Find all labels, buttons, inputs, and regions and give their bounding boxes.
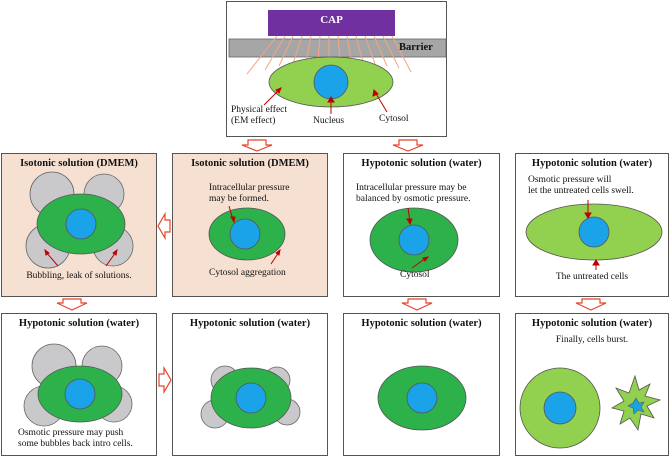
top-panel: CAP Barrier Physical effect (EM effect) … — [226, 1, 447, 137]
cap-label: CAP — [320, 14, 343, 26]
panel-hypotonic-swell: Hypotonic solution (water) Osmotic press… — [515, 153, 669, 297]
caption: Cytosol — [400, 270, 430, 280]
arrow-down-col4 — [575, 298, 607, 311]
panel-title: Hypotonic solution (water) — [531, 158, 653, 169]
note-line-2: balanced by osmotic pressure. — [356, 194, 471, 204]
panel-isotonic-bubbling: Isotonic solution (DMEM) Bubbling, leak … — [1, 153, 157, 297]
note: Finally, cells burst. — [555, 335, 629, 345]
panel-title: Hypotonic solution (water) — [361, 158, 482, 169]
panel-title: Hypotonic solution (water) — [189, 318, 311, 329]
caption: Cytosol aggregation — [209, 268, 286, 278]
reabsorb-cell-illustration — [200, 365, 301, 429]
panel-title: Hypotonic solution (water) — [18, 318, 140, 329]
caption: Bubbling, leak of solutions. — [26, 271, 132, 281]
arrow-down-col1 — [56, 298, 88, 311]
nucleus — [578, 216, 610, 248]
nucleus — [543, 391, 577, 425]
panel-title: Isotonic solution (DMEM) — [20, 158, 138, 169]
nucleus — [398, 224, 430, 256]
nucleus-label: Nucleus — [313, 116, 345, 126]
panel-title: Isotonic solution (DMEM) — [191, 158, 309, 169]
pointers — [228, 205, 281, 265]
pointers — [44, 248, 118, 267]
arrow-down-col3 — [401, 298, 433, 311]
physical-effect-label-1: Physical effect — [231, 105, 288, 115]
nucleus — [235, 382, 267, 414]
caption-line-2: some bubbles back intro cells. — [18, 439, 133, 449]
stable-cell-illustration — [377, 365, 467, 431]
arrow-right-row2 — [158, 365, 172, 395]
panel-isotonic-aggregation: Isotonic solution (DMEM) Intracellular p… — [172, 153, 328, 297]
top-nucleus — [313, 64, 349, 100]
cap-block — [268, 10, 395, 36]
note-line-1: Intracellular pressure — [209, 183, 290, 193]
cytosol-label: Cytosol — [379, 114, 409, 124]
pointers — [406, 207, 430, 269]
panel-hypotonic-balanced: Hypotonic solution (water) Intracellular… — [343, 153, 500, 297]
arrow-down-top-right — [392, 139, 424, 152]
arrow-down-top-left — [241, 139, 273, 152]
note-line-2: may be formed. — [209, 194, 269, 204]
nucleus — [406, 382, 438, 414]
note-line-1: Intracellular pressure may be — [356, 183, 467, 193]
note-line-1: Osmotic pressure will — [528, 175, 612, 185]
nucleus — [229, 218, 261, 250]
panel-title: Hypotonic solution (water) — [531, 318, 653, 329]
top-illustration — [228, 10, 447, 114]
bubbling-cell-illustration — [25, 171, 134, 269]
panel-hypotonic-reabsorb: Hypotonic solution (water) — [172, 313, 328, 456]
caption: The untreated cells — [555, 272, 629, 282]
balanced-cell-illustration — [369, 207, 459, 273]
plasma-rays — [246, 35, 412, 75]
panel-hypotonic-stable: Hypotonic solution (water) — [343, 313, 500, 456]
note-line-2: let the untreated cells swell. — [528, 186, 634, 196]
burst-cell-illustration — [519, 367, 662, 449]
swelling-cell-illustration — [525, 200, 663, 270]
panel-title: Hypotonic solution (water) — [361, 318, 482, 329]
push-back-cell-illustration — [23, 343, 133, 427]
physical-effect-label-2: (EM effect) — [231, 116, 276, 126]
panel-hypotonic-push-back: Hypotonic solution (water) Osmotic press… — [1, 313, 157, 456]
top-pointers — [263, 87, 388, 114]
pointers — [584, 200, 600, 270]
panel-hypotonic-burst: Hypotonic solution (water) Finally, cell… — [515, 313, 669, 456]
aggregation-cell-illustration — [208, 205, 286, 265]
arrow-left-row1 — [157, 211, 171, 241]
caption-line-1: Osmotic pressure may push — [18, 428, 124, 438]
burst-nucleus — [627, 397, 645, 415]
nucleus — [65, 208, 97, 240]
barrier-label: Barrier — [399, 42, 433, 53]
nucleus — [64, 378, 96, 410]
